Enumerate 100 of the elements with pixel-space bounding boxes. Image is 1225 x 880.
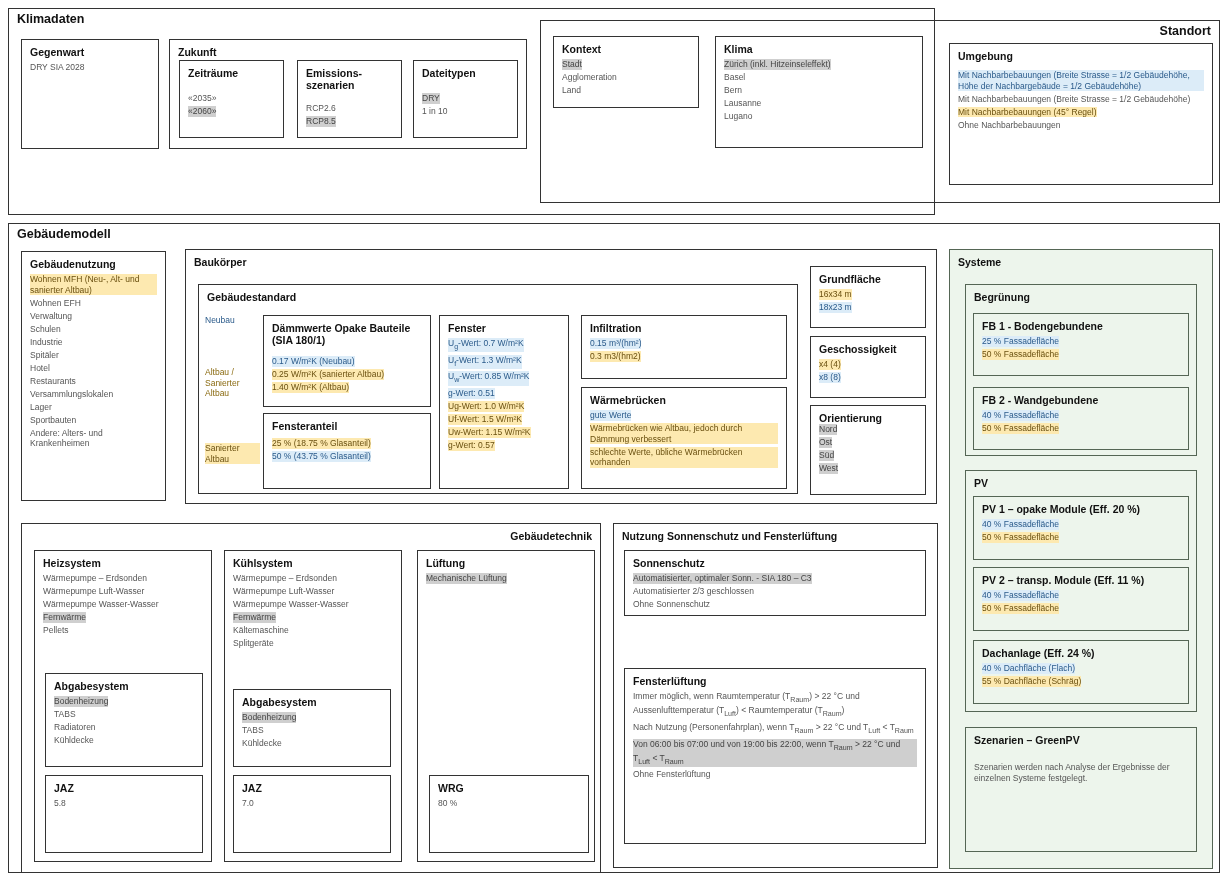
- box-title: Emissions-szenarien: [306, 67, 364, 91]
- list-item: Spitäler: [30, 349, 59, 360]
- list-item: Pellets: [43, 625, 69, 636]
- group-box: [973, 313, 1189, 376]
- box-title: Grundfläche: [819, 273, 882, 285]
- box-title: FB 1 - Bodengebundene: [982, 320, 1104, 332]
- box-title: Abgabesystem: [242, 696, 318, 708]
- list-item: Bodenheizung: [54, 696, 109, 707]
- list-item: 80 %: [438, 798, 458, 809]
- box-title: Fensterlüftung: [633, 675, 708, 687]
- list-item: Zürich (inkl. Hitzeinseleffekt): [724, 59, 831, 70]
- list-item: Bodenheizung: [242, 712, 297, 723]
- group-box: [297, 60, 402, 138]
- box-title: Infiltration: [590, 322, 643, 334]
- list-item: x8 (8): [819, 372, 841, 383]
- list-item: U$_{w}$-Wert: 0.85 W/m²K: [448, 371, 530, 386]
- list-item: U$_{g}$-Wert: 0.7 W/m²K: [448, 338, 524, 353]
- group-box: [21, 523, 601, 873]
- list-item: Lager: [30, 401, 52, 412]
- list-item: TABS: [54, 709, 76, 720]
- list-item: 0.25 W/m²K (sanierter Altbau): [272, 369, 384, 380]
- box-title: Baukörper: [194, 256, 248, 268]
- list-item: Wärmebrücken wie Altbau, jedoch durch Dämmung verbessert: [590, 423, 778, 444]
- list-item: Mit Nachbarbebauungen (45° Regel): [958, 106, 1097, 117]
- list-item: Andere: Alters- und Krankenheimen: [30, 427, 104, 449]
- list-item: Nach Nutzung (Personenfahrplan), wenn T$_{Raum}$ > 22 °C und T$_{Luft}$ < T$_{Raum}$: [633, 721, 914, 737]
- group-box: [21, 251, 166, 501]
- list-item: Wärmepumpe – Erdsonden: [233, 573, 337, 584]
- box-title: FB 2 - Wandgebundene: [982, 394, 1100, 406]
- list-item: RCP8.5: [306, 116, 336, 127]
- group-box: [45, 775, 203, 853]
- list-item: Süd: [819, 450, 835, 461]
- box-title: Abgabesystem: [54, 680, 130, 692]
- list-item: Bern: [724, 85, 742, 96]
- list-item: Ohne Nachbarbebauungen: [958, 119, 1061, 130]
- list-item: Lugano: [724, 111, 753, 122]
- row-label: Altbau / Sanierter Altbau: [205, 367, 241, 399]
- box-title: Gebäudenutzung: [30, 258, 117, 270]
- box-title: Begrünung: [974, 291, 1031, 303]
- list-item: Fernwärme: [233, 612, 276, 623]
- list-item: 50 % Fassadefläche: [982, 532, 1060, 543]
- list-item: TABS: [242, 725, 264, 736]
- group-box: [581, 387, 787, 489]
- list-item: Wärmepumpe Wasser-Wasser: [233, 599, 349, 610]
- group-box: [965, 470, 1197, 712]
- group-box: [263, 315, 431, 407]
- list-item: Ohne Sonnenschutz: [633, 599, 711, 610]
- group-box: [973, 387, 1189, 450]
- box-title: Heizsystem: [43, 557, 102, 569]
- list-item: 5.8: [54, 798, 66, 809]
- list-item: 40 % Fassadefläche: [982, 590, 1060, 601]
- list-item: 40 % Fassadefläche: [982, 410, 1060, 421]
- list-item: Versammlungslokalen: [30, 388, 114, 399]
- list-item: «2060»: [188, 106, 217, 117]
- group-box: [21, 39, 159, 149]
- list-item: 25 % (18.75 % Glasanteil): [272, 438, 371, 449]
- list-item: Kühldecke: [242, 738, 282, 749]
- group-box: [624, 550, 926, 616]
- list-item: 1.40 W/m²K (Altbau): [272, 382, 349, 393]
- group-box: [624, 668, 926, 844]
- box-title: JAZ: [242, 782, 263, 794]
- list-item: x4 (4): [819, 359, 841, 370]
- group-box: [965, 727, 1197, 852]
- box-title: Gebäudetechnik: [509, 530, 592, 542]
- box-title: WRG: [438, 782, 465, 794]
- list-item: Sportbauten: [30, 414, 77, 425]
- group-box: [949, 43, 1213, 185]
- list-item: 50 % Fassadefläche: [982, 603, 1060, 614]
- box-title: Klimadaten: [17, 13, 86, 25]
- group-box: [34, 550, 212, 862]
- list-item: Fernwärme: [43, 612, 86, 623]
- group-box: [553, 36, 699, 108]
- group-box: [949, 249, 1213, 869]
- group-box: [973, 496, 1189, 560]
- list-item: Kältemaschine: [233, 625, 289, 636]
- box-title: Geschossigkeit: [819, 343, 898, 355]
- box-title: Wärmebrücken: [590, 394, 667, 406]
- group-box: [233, 775, 391, 853]
- group-box: [439, 315, 569, 489]
- list-item: Verwaltung: [30, 310, 73, 321]
- group-box: [413, 60, 518, 138]
- list-item: Wohnen MFH (Neu-, Alt- und sanierter Altbau): [30, 274, 157, 295]
- list-item: Restaurants: [30, 375, 76, 386]
- list-item: 1 in 10: [422, 106, 448, 117]
- group-box: [810, 266, 926, 328]
- list-item: Wärmepumpe Luft-Wasser: [43, 586, 145, 597]
- list-item: Stadt: [562, 59, 582, 70]
- box-title: Zeiträume: [188, 67, 240, 79]
- list-item: Lausanne: [724, 98, 762, 109]
- group-box: [224, 550, 402, 862]
- list-item: Ohne Fensterlüftung: [633, 769, 711, 780]
- list-item: West: [819, 463, 839, 474]
- list-item: 16x34 m: [819, 289, 852, 300]
- group-box: [613, 523, 938, 868]
- group-box: [8, 223, 1220, 873]
- list-item: Hotel: [30, 362, 50, 373]
- list-item: 0.17 W/m²K (Neubau): [272, 356, 355, 367]
- list-item: Wärmepumpe – Erdsonden: [43, 573, 147, 584]
- row-label: Sanierter Altbau: [205, 443, 260, 464]
- box-title: Kontext: [562, 43, 603, 55]
